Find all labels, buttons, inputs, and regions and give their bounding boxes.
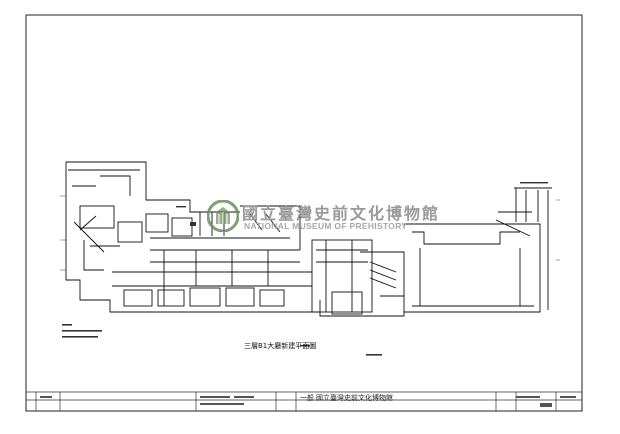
sheet-border (25, 14, 583, 412)
watermark-name-zh: 國立臺灣史前文化博物館 (242, 204, 441, 223)
title-block (26, 391, 582, 411)
title-block-center-text: 一般 國立臺灣史前文化博物館 (300, 395, 393, 402)
watermark-name-en: NATIONAL MUSEUM OF PREHISTORY (244, 221, 408, 231)
plan-title: 三層B1大廳新建平面圖 (244, 342, 317, 350)
museum-logo-icon (207, 200, 239, 232)
floor-plan (65, 161, 552, 317)
